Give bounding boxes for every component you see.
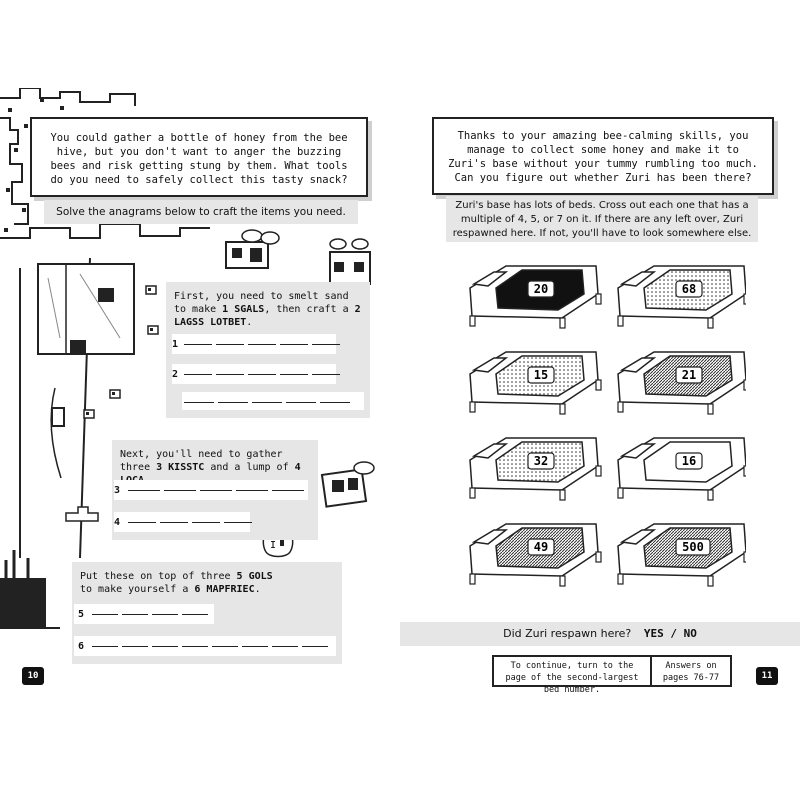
- small-bee-icon: [147, 325, 159, 335]
- question-text: Did Zuri respawn here?: [503, 627, 632, 640]
- intro-box: You could gather a bottle of honey from …: [30, 117, 368, 197]
- bed-number: 20: [534, 282, 548, 296]
- right-page: Thanks to your amazing bee-calming skill…: [400, 0, 800, 800]
- instruction-text: Solve the anagrams below to craft the it…: [56, 206, 346, 218]
- continue-box: To continue, turn to the page of the sec…: [492, 655, 732, 695]
- small-bee-icon: [83, 409, 95, 419]
- anagram-5: 5 GOLS: [236, 571, 273, 582]
- anagram-3: 3 KISSTC: [156, 462, 205, 473]
- bed-32[interactable]: 32: [469, 437, 602, 501]
- intro-text: You could gather a bottle of honey from …: [50, 132, 348, 186]
- yes-no-options[interactable]: YES / NO: [643, 627, 697, 640]
- instruction-strip-right: Zuri's base has lots of beds. Cross out …: [446, 196, 758, 242]
- answer-row-1[interactable]: 1: [172, 334, 340, 354]
- intro-box-right: Thanks to your amazing bee-calming skill…: [432, 117, 774, 195]
- bed-number: 49: [534, 540, 548, 554]
- continue-text: To continue, turn to the page of the sec…: [494, 657, 652, 695]
- bed-number: 16: [682, 454, 696, 468]
- bed-number: 500: [682, 540, 704, 554]
- bed-number: 32: [534, 454, 548, 468]
- answer-label-3: 3: [114, 485, 121, 496]
- bed-68[interactable]: 68: [617, 265, 746, 329]
- answer-label-5: 5: [78, 609, 85, 620]
- answer-row-2b[interactable]: [182, 392, 364, 410]
- answer-row-2[interactable]: 2: [172, 364, 340, 384]
- left-page: I You could gather a bottle of honey fro…: [0, 0, 395, 800]
- bed-16[interactable]: 16: [617, 437, 746, 501]
- answer-row-3[interactable]: 3: [114, 480, 308, 500]
- answers-text: Answers on pages 76-77: [662, 661, 720, 683]
- bed-number: 21: [682, 368, 696, 382]
- bed-15[interactable]: 15: [469, 351, 602, 415]
- beds-grid: 20 68 15 21 32 16 49 500: [469, 265, 746, 587]
- answer-row-5[interactable]: 5: [74, 604, 214, 624]
- bed-number: 68: [682, 282, 696, 296]
- bed-20[interactable]: 20: [469, 265, 602, 329]
- intro-text-right: Thanks to your amazing bee-calming skill…: [448, 130, 758, 184]
- small-bee-icon: [109, 389, 121, 399]
- bed-49[interactable]: 49: [469, 523, 602, 587]
- answer-row-6[interactable]: 6: [74, 636, 336, 656]
- question-strip: Did Zuri respawn here? YES / NO: [400, 622, 800, 646]
- small-bee-icon: [145, 285, 157, 295]
- bed-number: 15: [534, 368, 548, 382]
- answer-label-4: 4: [114, 517, 121, 528]
- tree-illustration: [0, 88, 210, 629]
- svg-text:I: I: [270, 540, 276, 551]
- bee-icon: [225, 229, 280, 269]
- instruction-text-right: Zuri's base has lots of beds. Cross out …: [452, 200, 752, 239]
- answer-label-6: 6: [78, 641, 85, 652]
- bee-icon: [320, 461, 375, 508]
- page-number-left: 10: [22, 667, 44, 685]
- anagram-6: 6 MAPFRIEC: [194, 584, 255, 595]
- answer-label-2: 2: [172, 369, 179, 380]
- anagram-1: 1 SGALS: [222, 304, 265, 315]
- task3-text: Put these on top of three 5 GOLS to make…: [80, 571, 273, 595]
- page-number-right: 11: [756, 667, 778, 685]
- bee-icon: [329, 238, 371, 285]
- instruction-strip: Solve the anagrams below to craft the it…: [44, 200, 358, 224]
- bed-21[interactable]: 21: [617, 351, 746, 415]
- bed-500[interactable]: 500: [617, 523, 746, 587]
- anagram-2: 2 LAGSS LOTBET: [174, 304, 361, 328]
- answer-row-4[interactable]: 4: [114, 512, 252, 532]
- answer-label-1: 1: [172, 339, 179, 350]
- task1-text: First, you need to smelt sand to make 1 …: [174, 291, 361, 328]
